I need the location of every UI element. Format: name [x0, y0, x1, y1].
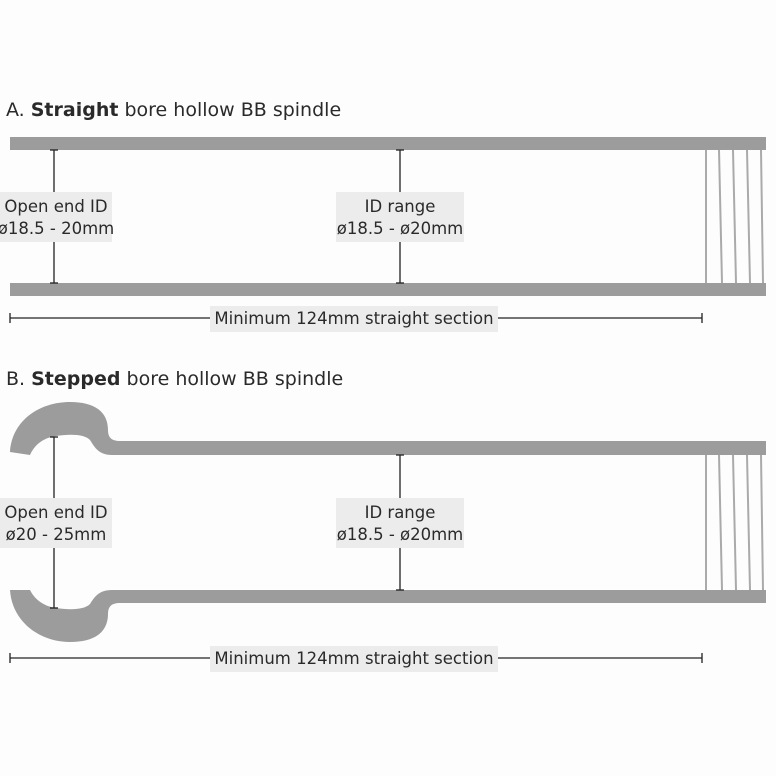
- id-range-value: ø18.5 - ø20mm: [337, 525, 464, 544]
- thread-lines: [705, 149, 764, 284]
- stepped-flange-top: [10, 402, 766, 455]
- open-end-label: Open end ID: [4, 197, 107, 216]
- min-section-dimension: Minimum 124mm straight section: [9, 306, 703, 332]
- section-b: B. Stepped bore hollow BB spindle Open e…: [0, 368, 766, 672]
- id-range-label: ID range: [365, 197, 436, 216]
- id-range-value: ø18.5 - ø20mm: [337, 219, 464, 238]
- id-range-dimension: ID range ø18.5 - ø20mm: [336, 454, 464, 591]
- section-a: A. Straight bore hollow BB spindle Open …: [0, 99, 766, 332]
- min-section-dimension: Minimum 124mm straight section: [9, 646, 703, 672]
- open-end-dimension: Open end ID ø20 - 25mm: [0, 436, 112, 609]
- open-end-value: ø18.5 - 20mm: [0, 219, 114, 238]
- min-section-label: Minimum 124mm straight section: [214, 649, 493, 668]
- open-end-dimension: Open end ID ø18.5 - 20mm: [0, 149, 114, 284]
- thread-lines: [705, 454, 764, 591]
- open-end-label: Open end ID: [4, 503, 107, 522]
- stepped-flange-bottom: [10, 590, 766, 642]
- spindle-wall-top: [10, 137, 766, 150]
- spindle-wall-bottom: [10, 283, 766, 296]
- section-a-title: A. Straight bore hollow BB spindle: [6, 99, 341, 121]
- id-range-dimension: ID range ø18.5 - ø20mm: [336, 149, 464, 284]
- open-end-value: ø20 - 25mm: [6, 525, 107, 544]
- min-section-label: Minimum 124mm straight section: [214, 309, 493, 328]
- id-range-label: ID range: [365, 503, 436, 522]
- section-b-title: B. Stepped bore hollow BB spindle: [6, 368, 343, 390]
